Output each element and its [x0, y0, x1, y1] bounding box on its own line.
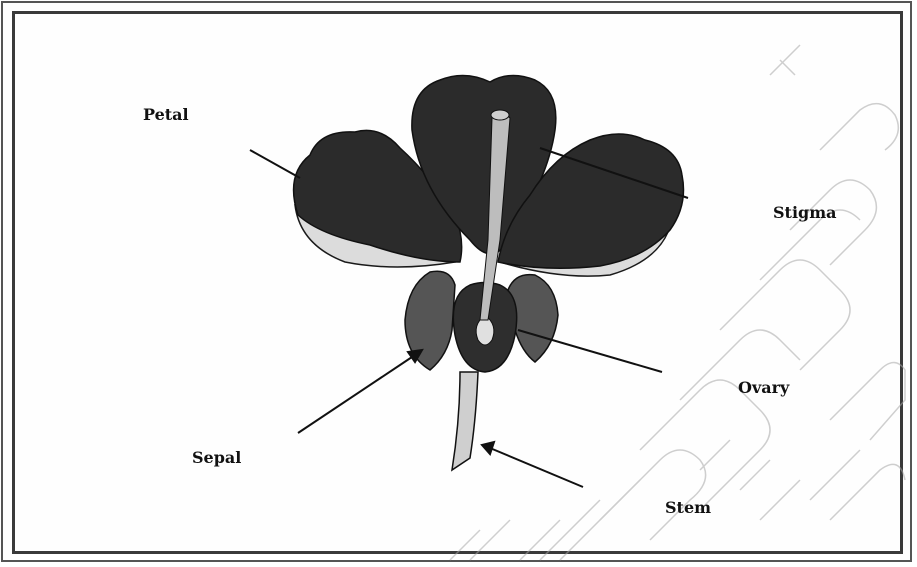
label-petal: Petal: [143, 105, 189, 124]
stem-pointer: [490, 448, 583, 487]
stem-arrowhead: [482, 442, 494, 454]
label-stem: Stem: [665, 498, 711, 517]
label-sepal: Sepal: [192, 448, 241, 467]
sepal-pointer: [298, 355, 415, 433]
label-stigma: Stigma: [773, 203, 837, 222]
petal-pointer: [250, 150, 300, 178]
label-ovary: Ovary: [738, 378, 789, 397]
stem: [452, 372, 478, 470]
